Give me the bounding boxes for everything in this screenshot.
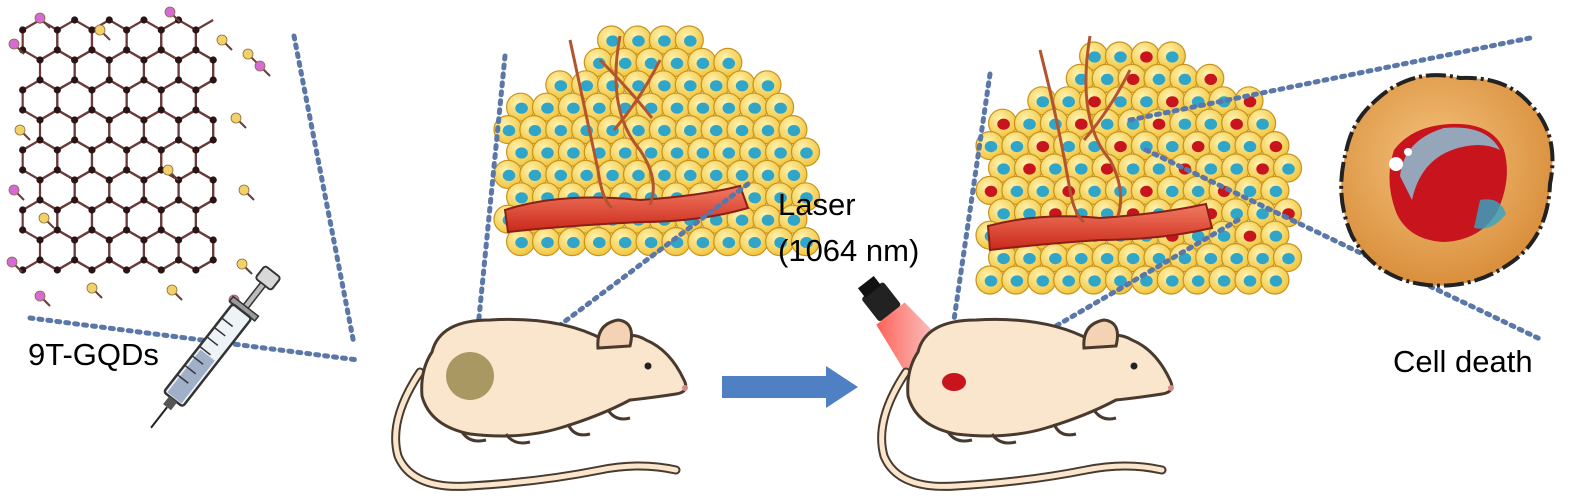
process-arrow (722, 366, 858, 408)
tumor-spot-before (446, 352, 494, 400)
mouse (391, 317, 688, 491)
mouse-treated (877, 317, 1174, 491)
tumor-cluster-treated (975, 35, 1303, 295)
outcome-label: Cell death (1393, 344, 1533, 379)
graphene-quantum-dot-lattice (6, 6, 271, 311)
material-label: 9T-GQDs (28, 337, 159, 372)
tumor-spot-after (942, 373, 966, 391)
dying-cell (1339, 73, 1555, 288)
syringe-icon (150, 265, 281, 429)
laser-label: Laser (778, 187, 856, 222)
guide-lines-lattice (27, 33, 361, 363)
wavelength-label: (1064 nm) (778, 233, 920, 268)
tumor-cluster (493, 25, 821, 257)
